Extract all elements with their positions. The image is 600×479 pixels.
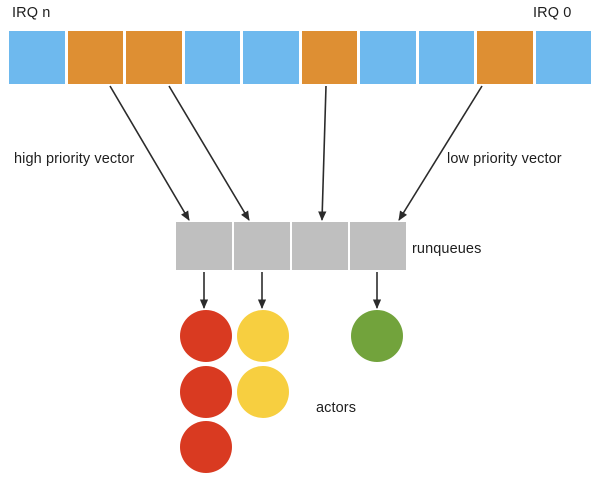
runqueue-to-actor-arrows [199, 272, 382, 309]
irq-to-runqueue-arrow-2 [318, 85, 327, 221]
irq-cell-0[interactable] [9, 31, 65, 84]
irq-0-label: IRQ 0 [533, 5, 572, 21]
irq-cell-5[interactable] [301, 31, 357, 84]
high-priority-vector-label: high priority vector [14, 151, 135, 167]
actor-circle-4[interactable] [237, 366, 289, 418]
low-priority-vector-label: low priority vector [447, 151, 562, 167]
irq-to-runqueue-arrow-1 [168, 85, 250, 221]
actors-label: actors [316, 400, 357, 416]
actor-circle-2[interactable] [180, 421, 232, 473]
runqueue-cell-0[interactable] [176, 222, 232, 270]
irq-cell-1[interactable] [67, 31, 123, 84]
actor-circle-0[interactable] [180, 310, 232, 362]
irq-bit-vector [9, 31, 591, 84]
runqueue-cell-2[interactable] [292, 222, 348, 270]
runqueue-row [176, 222, 406, 270]
irq-to-runqueue-arrows [109, 85, 483, 221]
irq-cell-9[interactable] [535, 31, 591, 84]
actor-circle-5[interactable] [351, 310, 403, 362]
irq-cell-7[interactable] [418, 31, 474, 84]
runqueue-cell-3[interactable] [350, 222, 406, 270]
irq-cell-4[interactable] [243, 31, 299, 84]
irq-cell-2[interactable] [126, 31, 182, 84]
runqueue-cell-1[interactable] [234, 222, 290, 270]
actor-circle-1[interactable] [180, 366, 232, 418]
irq-cell-8[interactable] [477, 31, 533, 84]
irq-cell-3[interactable] [184, 31, 240, 84]
irq-n-label: IRQ n [12, 5, 51, 21]
runqueues-label: runqueues [412, 241, 482, 257]
actor-circle-3[interactable] [237, 310, 289, 362]
irq-cell-6[interactable] [360, 31, 416, 84]
